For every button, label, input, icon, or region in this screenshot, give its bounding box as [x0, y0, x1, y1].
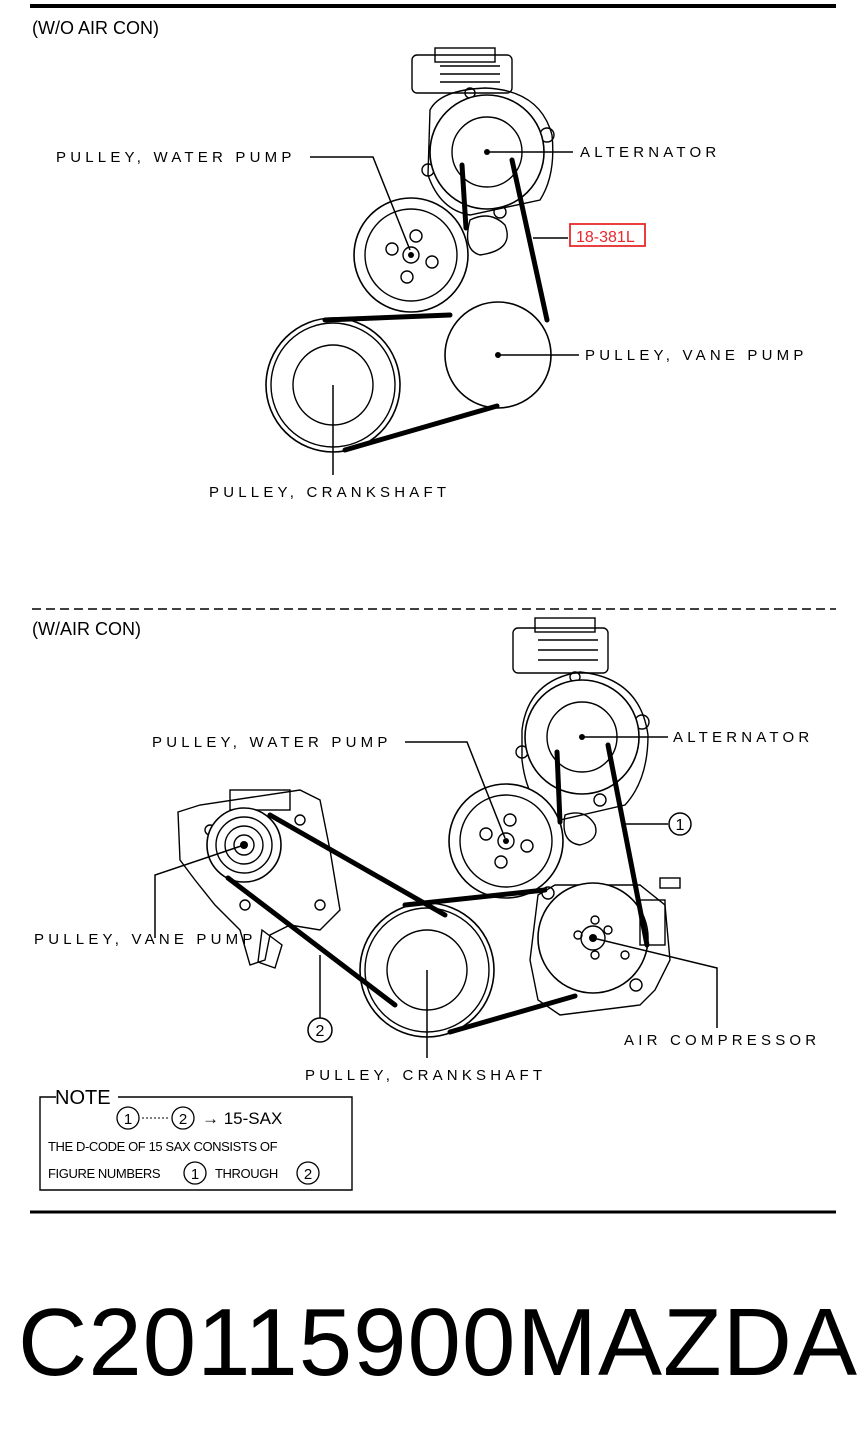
callout-2-circle — [307, 1017, 333, 1043]
belt-code-highlight — [569, 223, 646, 247]
callout-1: 1 — [676, 817, 685, 834]
water-pump-pulley-ac — [448, 783, 564, 899]
water-pump-pulley — [353, 197, 469, 313]
leaders-with-ac — [154, 736, 718, 1058]
note-seq-2: 2 — [179, 1111, 187, 1128]
note-line-2-num-2: 2 — [304, 1166, 312, 1183]
section-title-with-ac: (W/AIR CON) — [32, 619, 141, 639]
note-heading: NOTE — [55, 1087, 111, 1109]
brand-name: MAZDA — [517, 1289, 858, 1396]
drive-belt-1-ac — [402, 742, 650, 1035]
section-title-without-ac: (W/O AIR CON) — [32, 18, 159, 38]
footer: C20115900 MAZDA — [18, 1288, 858, 1398]
drive-belt-without-ac — [322, 157, 550, 453]
drive-belt-2-ac — [225, 812, 448, 1008]
note-sequence-result: → 15-SAX — [202, 1109, 282, 1128]
note-box — [39, 1096, 353, 1191]
note-seq-1: 1 — [124, 1111, 132, 1128]
label-water-pump-pulley: PULLEY, WATER PUMP — [56, 149, 296, 166]
label-water-pump-pulley-ac: PULLEY, WATER PUMP — [152, 734, 392, 751]
vane-pump-assembly — [177, 789, 341, 969]
label-crankshaft-pulley-ac: PULLEY, CRANKSHAFT — [305, 1067, 546, 1084]
label-alternator: ALTERNATOR — [580, 144, 720, 161]
callout-2: 2 — [316, 1023, 325, 1040]
note-line-1: THE D-CODE OF 15 SAX CONSISTS OF — [48, 1139, 278, 1154]
label-vane-pump-pulley: PULLEY, VANE PUMP — [585, 347, 808, 364]
label-vane-pump-pulley-ac: PULLEY, VANE PUMP — [34, 931, 257, 948]
leaders-without-ac — [310, 151, 579, 475]
label-alternator-ac: ALTERNATOR — [673, 729, 813, 746]
belt-code: 18-381L — [576, 229, 635, 246]
label-crankshaft-pulley: PULLEY, CRANKSHAFT — [209, 484, 450, 501]
note-line-2-num-1: 1 — [191, 1166, 199, 1183]
part-number: C20115900 — [18, 1289, 517, 1396]
note-line-2-middle: THROUGH — [215, 1166, 278, 1181]
air-compressor — [529, 877, 681, 1016]
callout-1-circle — [668, 812, 692, 836]
note-line-2-prefix: FIGURE NUMBERS — [48, 1166, 161, 1181]
label-air-compressor: AIR COMPRESSOR — [624, 1032, 820, 1049]
